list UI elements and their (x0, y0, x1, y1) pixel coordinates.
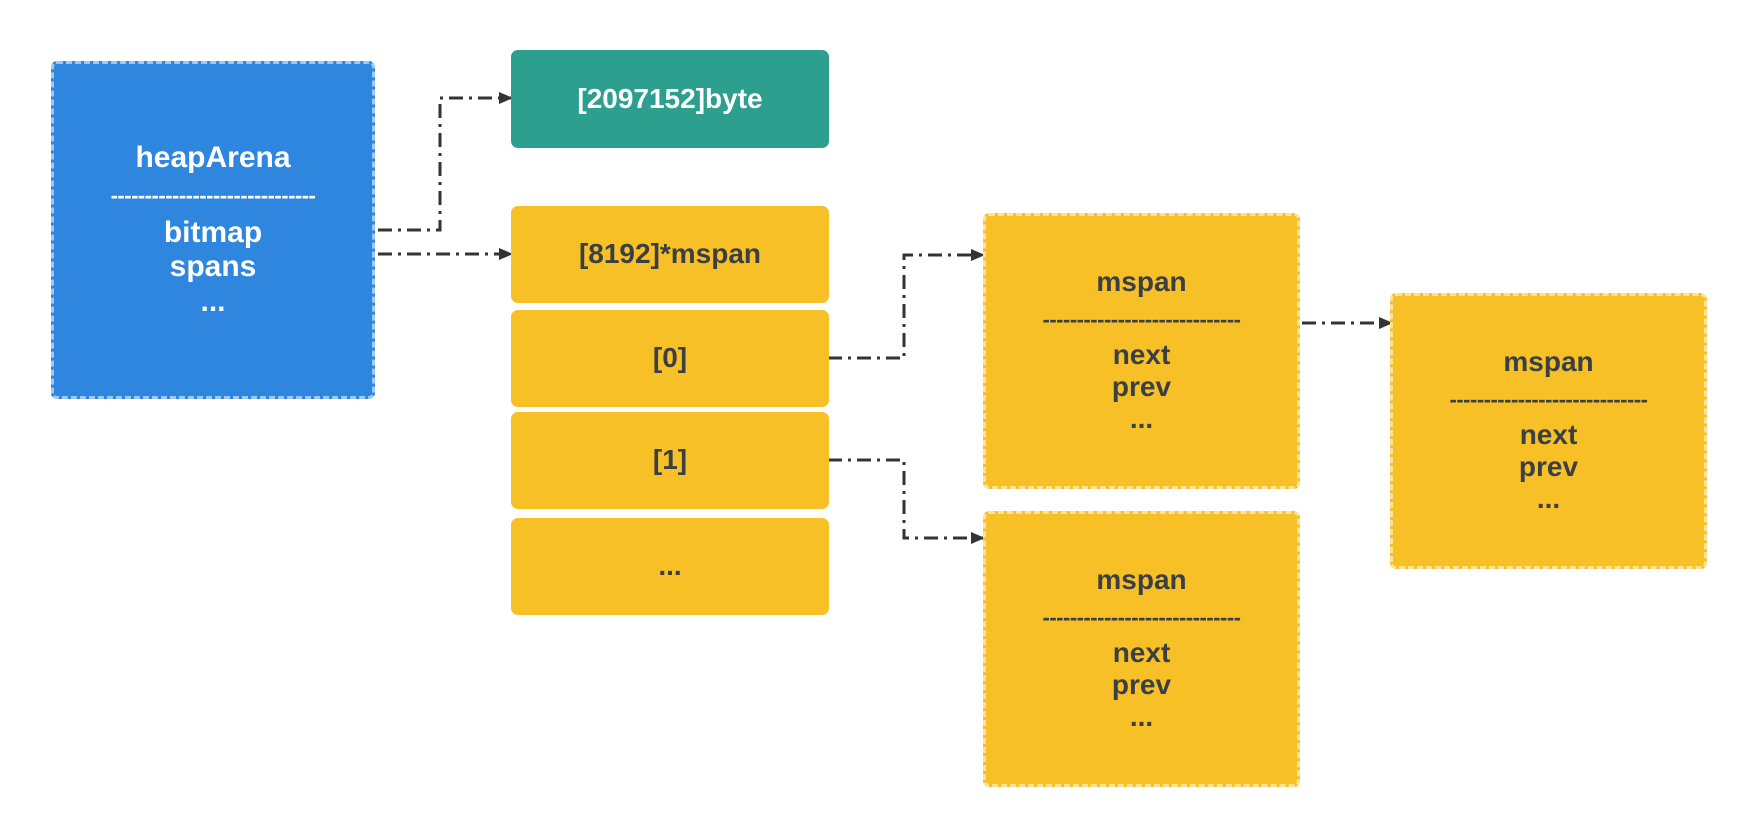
edge-slot0-to-mspan-1 (828, 249, 985, 360)
mspan-node-2-field-ellipsis: ... (1129, 701, 1154, 733)
mspan-node-2-separator: ----------------------------- (1042, 604, 1241, 630)
mspan-array-header: [8192]*mspan (511, 206, 829, 303)
mspan-node-1-separator: ----------------------------- (1042, 306, 1241, 332)
heaparena-field-ellipsis: ... (200, 284, 226, 318)
mspan-array-slot-ellipsis-label: ... (658, 550, 682, 582)
mspan-node-3-separator: ----------------------------- (1449, 386, 1648, 412)
edge-heaparena-to-byte-array (378, 92, 513, 232)
heaparena-title: heapArena (135, 140, 291, 174)
mspan-node-2-title: mspan (1096, 564, 1187, 596)
mspan-node-1-field-next: next (1112, 339, 1171, 370)
mspan-node-3-title: mspan (1503, 346, 1594, 378)
mspan-node-3-field-prev: prev (1518, 451, 1579, 483)
mspan-node-1-title: mspan (1096, 266, 1187, 298)
mspan-node-2: mspan ----------------------------- next… (983, 511, 1300, 787)
heaparena-field-bitmap: bitmap (163, 215, 263, 249)
edge-slot1-to-mspan-2 (828, 458, 985, 544)
mspan-node-2-field-prev: prev (1111, 669, 1172, 701)
mspan-array-slot-0-label: [0] (652, 342, 688, 374)
byte-array-label: [2097152]byte (577, 82, 763, 114)
mspan-array-slot-1: [1] (511, 412, 829, 509)
mspan-array-slot-1-label: [1] (652, 444, 688, 476)
mspan-node-3-field-next: next (1519, 419, 1578, 450)
mspan-node-2-field-next: next (1112, 637, 1171, 668)
mspan-node-1-field-ellipsis: ... (1129, 403, 1154, 435)
mspan-node-3: mspan ----------------------------- next… (1390, 293, 1707, 569)
mspan-array-header-label: [8192]*mspan (578, 238, 762, 270)
mspan-node-1-field-prev: prev (1111, 371, 1172, 403)
mspan-array-slot-0: [0] (511, 310, 829, 407)
mspan-node-3-field-ellipsis: ... (1536, 483, 1561, 515)
heaparena-struct: heapArena ------------------------------… (51, 61, 375, 399)
heaparena-field-spans: spans (169, 250, 257, 284)
mspan-node-1: mspan ----------------------------- next… (983, 213, 1300, 489)
mspan-array-slot-ellipsis: ... (511, 518, 829, 615)
byte-array-box: [2097152]byte (511, 50, 829, 148)
heaparena-separator: ------------------------------ (110, 183, 316, 209)
